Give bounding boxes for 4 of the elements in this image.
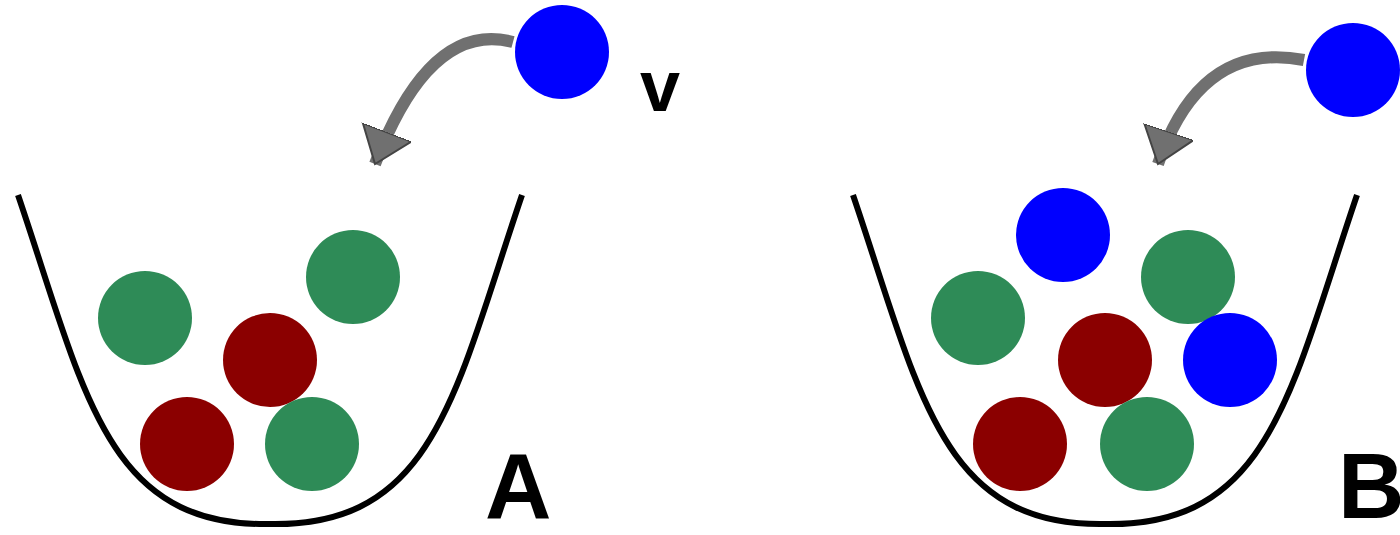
curved-arrow [1144, 51, 1305, 167]
curved-arrow [362, 33, 515, 167]
label: A [485, 440, 552, 532]
label: v [640, 50, 681, 122]
